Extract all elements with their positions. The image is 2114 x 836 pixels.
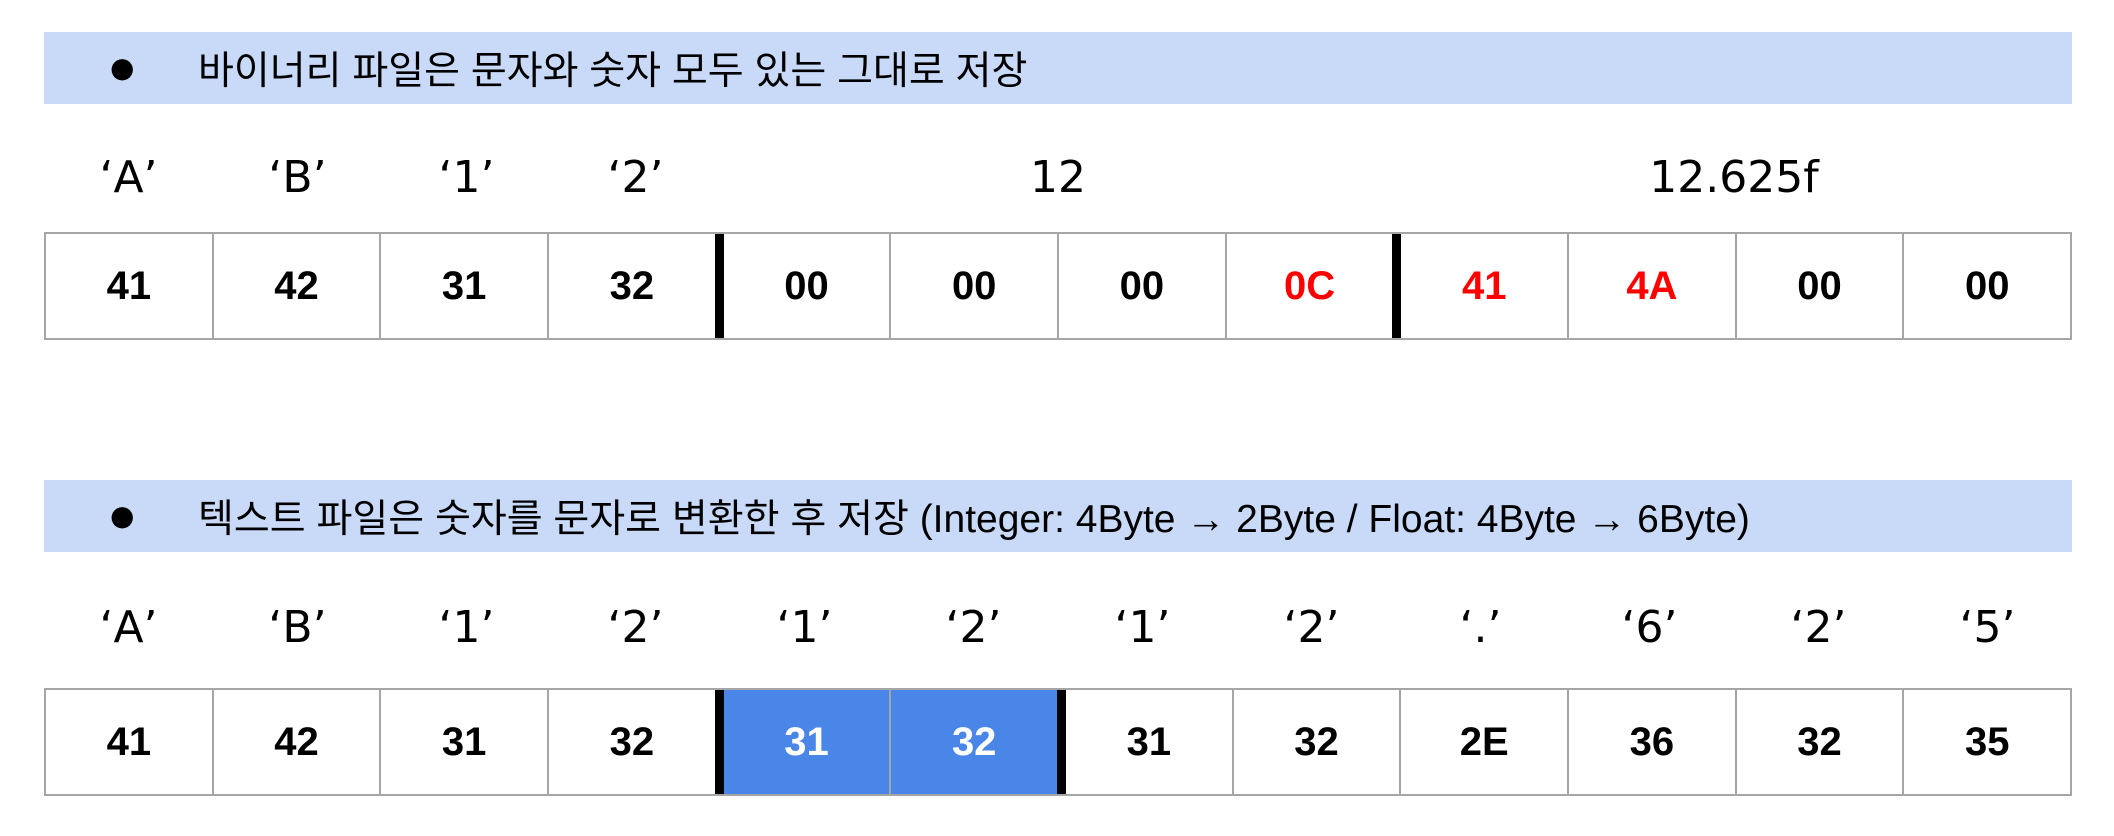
binary-section-banner: ● 바이너리 파일은 문자와 숫자 모두 있는 그대로 저장 [44,32,2072,104]
text-label-char: ‘1’ [1114,602,1171,653]
byte-cell: 00 [1057,234,1225,338]
text-label-char: ‘1’ [776,602,833,653]
byte-cell: 31 [379,234,547,338]
text-byte-row: 41 42 31 32 31 32 31 32 2E 36 32 35 [44,688,2072,796]
byte-cell: 41 [106,263,152,308]
byte-cell: 36 [1567,690,1735,794]
text-label-char: ‘2’ [1790,602,1847,653]
binary-value-labels: ‘A’ ‘B’ ‘1’ ‘2’ 12 12.625f [44,148,2072,208]
text-label-char: ‘2’ [607,602,664,653]
text-label-char: ‘.’ [1459,602,1502,653]
byte-cell: 42 [211,234,380,338]
byte-cell-highlighted: 31 [714,690,890,794]
text-label-char: ‘1’ [438,602,495,653]
bullet-icon: ● [110,499,135,532]
text-label-char: ‘6’ [1621,602,1678,653]
byte-cell: 00 [714,234,890,338]
byte-cell: 00 [889,234,1057,338]
byte-cell: 41 [106,719,152,764]
bullet-icon: ● [110,51,135,84]
text-value-labels: ‘A’ ‘B’ ‘1’ ‘2’ ‘1’ ‘2’ ‘1’ ‘2’ ‘.’ ‘6’ … [44,598,2072,658]
binary-label-char-A: ‘A’ [99,152,158,203]
text-section-description: 텍스트 파일은 숫자를 문자로 변환한 후 저장 (Integer: 4Byte… [198,498,1750,541]
byte-cell: 32 [547,234,715,338]
text-label-char: ‘2’ [1283,602,1340,653]
byte-cell: 35 [1902,690,2070,794]
byte-cell: 31 [379,690,547,794]
text-label-char: ‘5’ [1959,602,2016,653]
byte-cell: 00 [1734,234,1903,338]
byte-cell: 2E [1399,690,1567,794]
byte-cell: 32 [1231,690,1400,794]
text-section-banner: ● 텍스트 파일은 숫자를 문자로 변환한 후 저장 (Integer: 4By… [44,480,2072,552]
binary-label-char-B: ‘B’ [268,152,327,203]
byte-cell-highlighted: 0C [1224,234,1393,338]
text-label-char: ‘A’ [99,602,158,653]
byte-cell-highlighted: 41 [1392,234,1567,338]
text-label-char: ‘2’ [945,602,1002,653]
binary-byte-row: 41 42 31 32 00 00 00 0C 41 4A 00 00 [44,232,2072,340]
byte-cell: 31 [1057,690,1232,794]
binary-label-integer: 12 [1030,152,1086,203]
binary-label-char-1: ‘1’ [438,152,495,203]
byte-cell-highlighted: 32 [889,690,1058,794]
byte-cell: 32 [547,690,715,794]
byte-cell-highlighted: 4A [1567,234,1735,338]
byte-cell: 32 [1734,690,1903,794]
byte-cell: 42 [211,690,380,794]
binary-label-char-2: ‘2’ [607,152,664,203]
binary-label-float: 12.625f [1649,152,1819,203]
binary-section-description: 바이너리 파일은 문자와 숫자 모두 있는 그대로 저장 [198,50,1028,93]
byte-cell: 00 [1902,234,2070,338]
text-label-char: ‘B’ [268,602,327,653]
